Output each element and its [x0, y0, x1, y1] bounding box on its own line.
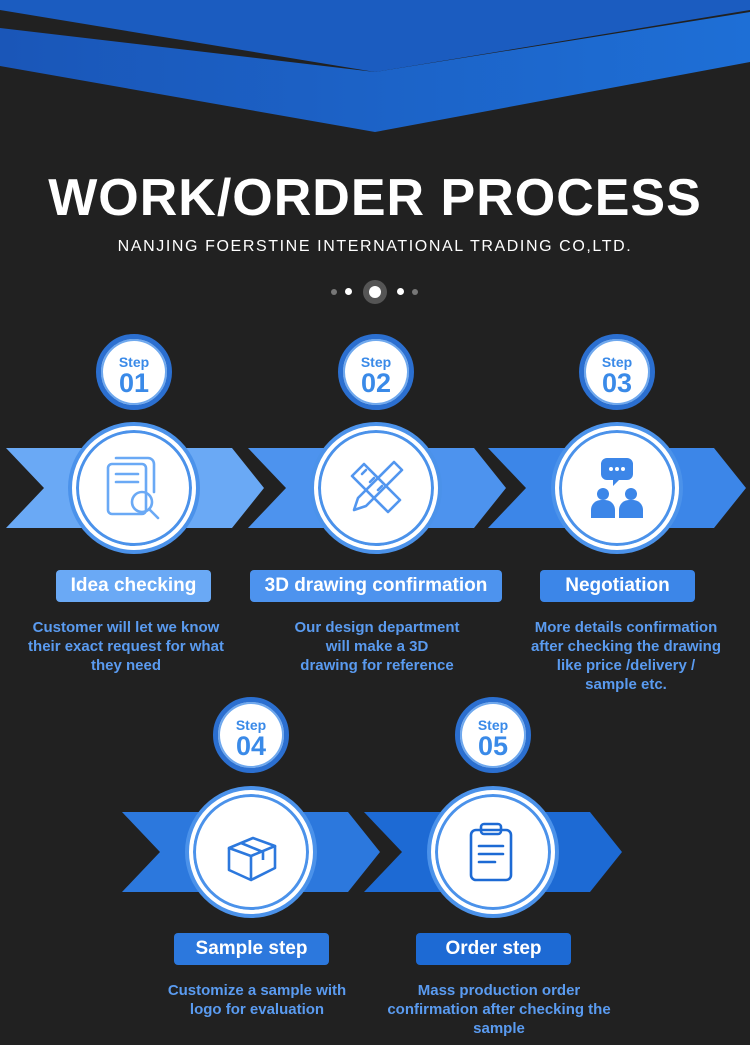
step-description: Our design department will make a 3D dra… — [294, 619, 460, 674]
document-search-icon — [106, 456, 160, 520]
header-banner — [0, 0, 750, 132]
step-badge: Step 05 — [455, 697, 531, 773]
pagination-dot[interactable] — [331, 289, 337, 295]
step-word: Step — [360, 354, 392, 370]
step-word: Step — [118, 354, 150, 370]
step-description: Customer will let we know their exact re… — [28, 619, 224, 674]
step-description: Customize a sample with logo for evaluat… — [167, 982, 347, 1018]
page-title: WORK/ORDER PROCESS — [48, 169, 702, 227]
step-title: Negotiation — [540, 570, 695, 602]
step-word: Step — [477, 717, 509, 733]
pagination-dot-active-inner — [369, 286, 381, 298]
step-icon-ring — [555, 426, 679, 550]
step-number: 04 — [235, 731, 267, 761]
step-badge: Step 01 — [96, 334, 172, 410]
company-name: NANJING FOERSTINE INTERNATIONAL TRADING … — [117, 238, 633, 255]
step-title: Idea checking — [56, 570, 211, 602]
step-number: 03 — [601, 368, 633, 398]
step-badge: Step 02 — [338, 334, 414, 410]
step-icon-ring — [431, 790, 555, 914]
ruler-pencil-icon — [350, 460, 404, 514]
pagination-dot[interactable] — [345, 288, 352, 295]
step-badge: Step 04 — [213, 697, 289, 773]
step-icon-ring — [189, 790, 313, 914]
step-icon-ring — [314, 426, 438, 550]
step-icon-ring — [72, 426, 196, 550]
step-word: Step — [235, 717, 267, 733]
step-number: 01 — [118, 368, 150, 398]
pagination-dots — [325, 280, 425, 304]
box-icon — [227, 836, 277, 882]
step-description: More details confirmation after checking… — [530, 619, 722, 693]
people-chat-icon — [591, 458, 643, 518]
step-title: Order step — [416, 933, 571, 965]
pagination-dot[interactable] — [397, 288, 404, 295]
step-title: Sample step — [174, 933, 329, 965]
step-word: Step — [601, 354, 633, 370]
step-number: 05 — [477, 731, 509, 761]
step-number: 02 — [360, 368, 392, 398]
step-title: 3D drawing confirmation — [250, 570, 502, 602]
step-badge: Step 03 — [579, 334, 655, 410]
clipboard-icon — [469, 822, 513, 882]
step-description: Mass production order confirmation after… — [387, 982, 611, 1037]
pagination-dot[interactable] — [412, 289, 418, 295]
